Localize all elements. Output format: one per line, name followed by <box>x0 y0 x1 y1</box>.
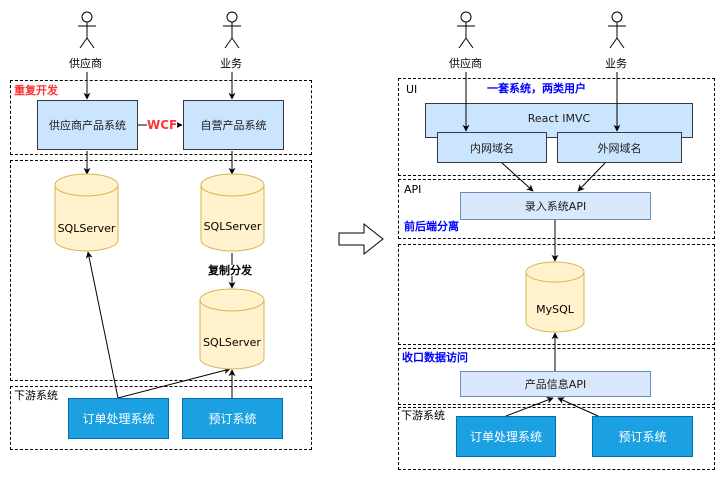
sqlserver-label: SQLServer <box>57 222 116 235</box>
database-cylinder <box>199 288 265 370</box>
duplicate-dev-title: 重复开发 <box>14 84 58 97</box>
actor-supplier-label: 供应商 <box>449 57 482 70</box>
api-note: 前后端分离 <box>404 220 459 233</box>
downstream-frame <box>398 407 715 470</box>
database-cylinder <box>54 173 119 252</box>
stick-figure-icon <box>608 11 626 49</box>
sqlserver-label: SQLServer <box>203 220 262 233</box>
database-cylinder <box>525 261 585 333</box>
wcf-edge-label: WCF <box>147 118 178 132</box>
mysql-label: MySQL <box>536 303 574 316</box>
entry-system-api-box[interactable]: 录入系统API <box>460 192 651 220</box>
react-imvc-label: React IMVC <box>527 112 591 125</box>
stick-figure-icon <box>223 11 241 49</box>
supplier-product-system[interactable]: 供应商产品系统 <box>37 100 138 150</box>
actor-supplier-label: 供应商 <box>69 57 102 70</box>
own-product-system[interactable]: 自营产品系统 <box>183 100 284 150</box>
api-title: API <box>404 183 422 196</box>
edge-order-to-db3 <box>117 367 231 399</box>
intranet-domain-box[interactable]: 内网域名 <box>437 132 547 163</box>
database-cylinder <box>200 173 265 252</box>
api-frame <box>398 179 715 239</box>
ui-frame <box>398 78 715 176</box>
ui-title: UI <box>406 83 418 96</box>
stick-figure-icon <box>78 11 96 49</box>
product-info-api-box[interactable]: 产品信息API <box>460 371 651 397</box>
hollow-right-arrow-icon <box>338 222 384 256</box>
booking-system[interactable]: 预订系统 <box>182 398 283 439</box>
actor-business-label: 业务 <box>605 57 627 70</box>
database-frame <box>10 160 312 381</box>
downstream-title: 下游系统 <box>14 389 58 402</box>
data-access-note: 收口数据访问 <box>402 351 468 364</box>
stick-figure-icon <box>457 11 475 49</box>
downstream-frame <box>10 386 312 450</box>
downstream-title: 下游系统 <box>401 409 445 422</box>
order-processing-system[interactable]: 订单处理系统 <box>456 416 556 457</box>
sqlserver-label: SQLServer <box>203 336 261 349</box>
replication-edge-label: 复制分发 <box>208 264 252 277</box>
booking-system[interactable]: 预订系统 <box>592 416 693 457</box>
duplicate-dev-frame <box>10 80 312 155</box>
order-processing-system[interactable]: 订单处理系统 <box>68 398 169 439</box>
ui-note: 一套系统，两类用户 <box>487 82 586 95</box>
extranet-domain-box[interactable]: 外网域名 <box>557 132 682 163</box>
edge-order-to-db1 <box>85 251 119 399</box>
actor-business-label: 业务 <box>220 57 242 70</box>
database-frame <box>398 244 715 345</box>
data-access-frame <box>398 348 715 405</box>
